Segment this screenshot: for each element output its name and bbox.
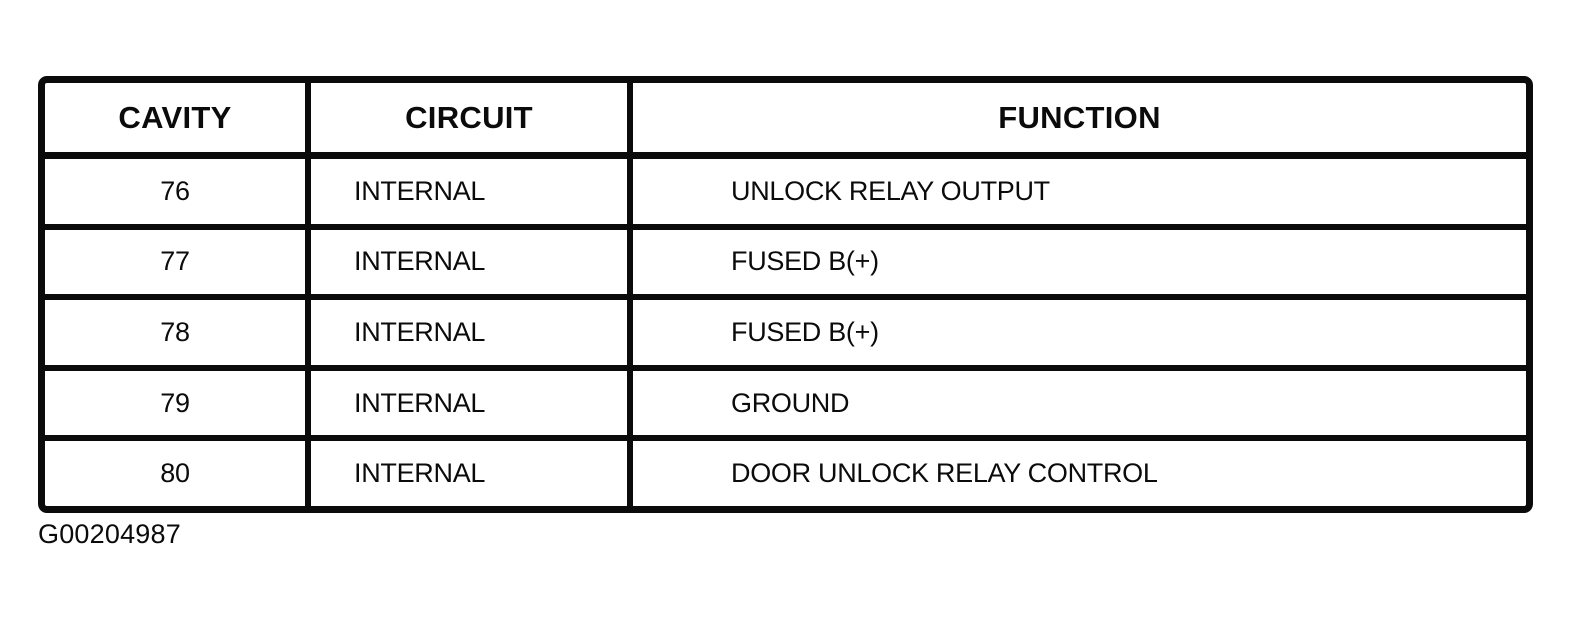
table-row: 79 INTERNAL GROUND [45,370,1526,442]
circuit-cell: INTERNAL [311,441,633,506]
cavity-cell: 76 [45,159,311,224]
table-row: 77 INTERNAL FUSED B(+) [45,229,1526,301]
table-row: 76 INTERNAL UNLOCK RELAY OUTPUT [45,159,1526,230]
function-cell: UNLOCK RELAY OUTPUT [731,175,1050,206]
table-row: 80 INTERNAL DOOR UNLOCK RELAY CONTROL [45,441,1526,506]
circuit-cell: INTERNAL [311,159,633,224]
table-row: 78 INTERNAL FUSED B(+) [45,300,1526,371]
function-cell: GROUND [731,387,850,418]
cavity-cell: 77 [45,229,311,295]
circuit-cell: INTERNAL [311,300,633,365]
connector-pinout-table: CAVITY CIRCUIT FUNCTION 76 INTERNAL UNLO… [38,76,1533,513]
figure-id-label: G00204987 [38,519,181,549]
column-header-function: FUNCTION [998,99,1161,135]
function-cell: FUSED B(+) [731,246,879,277]
function-cell: FUSED B(+) [731,316,879,347]
circuit-cell: INTERNAL [311,229,633,295]
cavity-cell: 79 [45,370,311,436]
column-header-cavity: CAVITY [45,83,311,152]
table-header-row: CAVITY CIRCUIT FUNCTION [45,83,1526,159]
column-header-circuit: CIRCUIT [311,83,633,152]
circuit-cell: INTERNAL [311,370,633,436]
cavity-cell: 78 [45,300,311,365]
cavity-cell: 80 [45,441,311,506]
function-cell: DOOR UNLOCK RELAY CONTROL [731,458,1158,489]
